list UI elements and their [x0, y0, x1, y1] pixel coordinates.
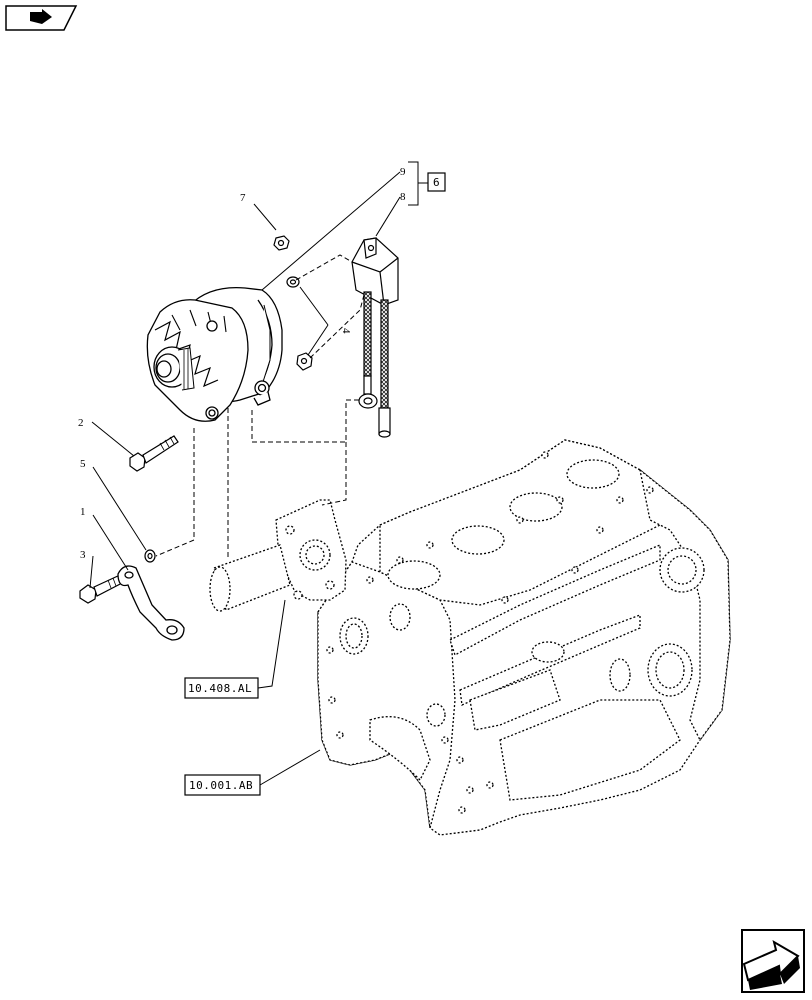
callout-8: 8 — [400, 191, 406, 203]
washer-item-4 — [286, 276, 300, 288]
nut-item-4 — [296, 352, 313, 371]
washer-item-5 — [144, 549, 156, 563]
callout-labels: 7 9 8 4 2 5 1 3 — [78, 166, 406, 561]
top-nav-button[interactable] — [4, 4, 78, 32]
bolt-item-2 — [129, 435, 179, 472]
leader-lines — [89, 161, 428, 786]
coolant-housing — [209, 499, 347, 612]
callout-4: 4 — [340, 328, 352, 334]
callout-5: 5 — [80, 458, 86, 470]
suppressor-item-8-9 — [351, 237, 399, 438]
ref-box-6[interactable]: 6 — [427, 172, 446, 192]
callout-7: 7 — [240, 192, 246, 204]
callout-9: 9 — [400, 166, 406, 178]
assembly-guide-lines — [155, 254, 365, 558]
back-arrow-icon — [30, 9, 52, 24]
bracket-item-1 — [117, 565, 185, 641]
nut-item-7 — [273, 235, 290, 251]
ref-box-engine-block[interactable]: 10.001.AB — [184, 774, 261, 796]
bolt-item-3 — [79, 574, 125, 604]
callout-2: 2 — [78, 417, 84, 429]
callout-3: 3 — [80, 549, 86, 561]
svg-text:6: 6 — [433, 176, 440, 189]
bottom-nav-button[interactable] — [736, 928, 806, 996]
callout-1: 1 — [80, 506, 86, 518]
ref-box-coolant-housing[interactable]: 10.408.AL — [184, 677, 259, 699]
next-page-arrow-icon — [742, 939, 800, 990]
svg-text:10.408.AL: 10.408.AL — [188, 682, 252, 695]
alternator — [146, 286, 283, 422]
svg-text:10.001.AB: 10.001.AB — [189, 779, 253, 792]
engine-block — [317, 439, 731, 836]
